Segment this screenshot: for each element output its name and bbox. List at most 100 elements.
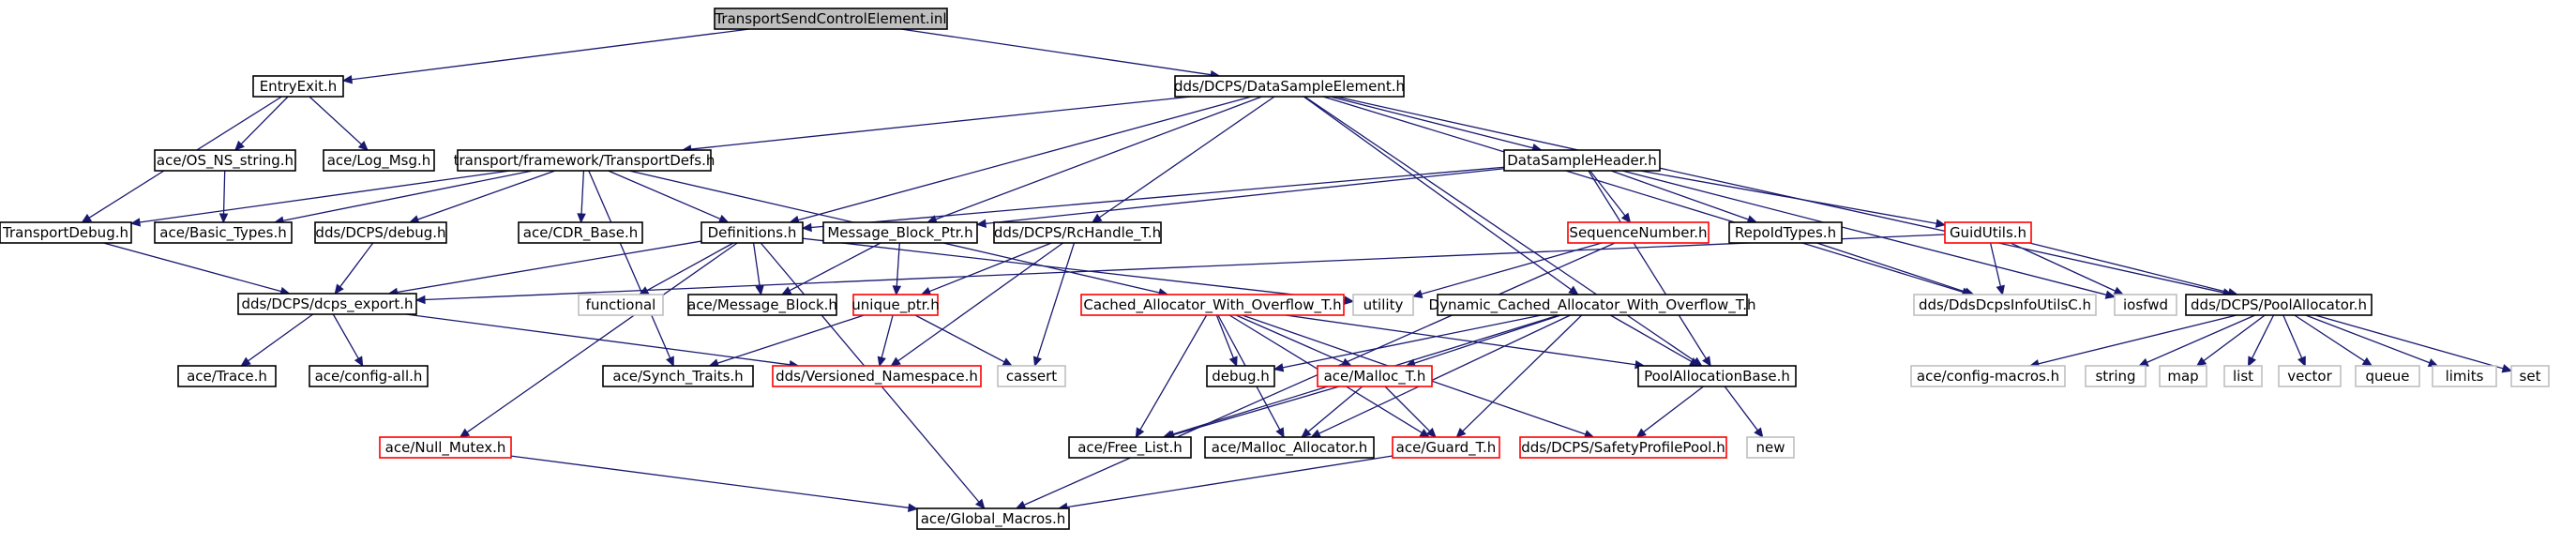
- edge-definitions-to-null_mutex: [459, 242, 738, 438]
- node-trace[interactable]: ace/Trace.h: [177, 365, 277, 387]
- node-limits[interactable]: limits: [2432, 365, 2497, 387]
- edge-unique_ptr-to-cassert: [914, 314, 1014, 367]
- edge-datasampleelement-to-transportdefs: [681, 96, 1192, 154]
- node-entryexit[interactable]: EntryExit.h: [252, 75, 344, 98]
- node-new[interactable]: new: [1746, 436, 1795, 459]
- node-guard-t[interactable]: ace/Guard_T.h: [1392, 436, 1500, 459]
- arrowhead-icon: [218, 213, 229, 224]
- node-versioned-namespace[interactable]: dds/Versioned_Namespace.h: [772, 365, 982, 387]
- edge-poolallocationbase-to-new: [1724, 386, 1764, 438]
- node-transportdebug[interactable]: TransportDebug.h: [0, 221, 132, 244]
- node-list[interactable]: list: [2223, 365, 2263, 387]
- node-message-block[interactable]: ace/Message_Block.h: [687, 294, 837, 316]
- node-config-all[interactable]: ace/config-all.h: [309, 365, 429, 387]
- node-label: set: [2520, 368, 2541, 385]
- node-dynamic-cached[interactable]: Dynamic_Cached_Allocator_With_Overflow_T…: [1429, 294, 1756, 316]
- node-cdr-base[interactable]: ace/CDR_Base.h: [518, 221, 643, 244]
- edge-line: [1589, 170, 1626, 217]
- edge-datasampleheader-to-repoidtypes: [1610, 170, 1758, 224]
- node-label: ace/Free_List.h: [1077, 439, 1183, 457]
- arrowhead-icon: [1135, 427, 1145, 439]
- edge-line: [1724, 386, 1758, 431]
- node-box: [578, 294, 664, 316]
- edge-line: [424, 234, 1946, 301]
- arrowhead-icon: [1228, 356, 1238, 368]
- node-poolallocationbase[interactable]: PoolAllocationBase.h: [1637, 365, 1797, 387]
- node-box: [2278, 365, 2342, 387]
- node-box: [1392, 436, 1500, 459]
- node-utility[interactable]: utility: [1352, 294, 1414, 316]
- node-dcps-export[interactable]: dds/DCPS/dcps_export.h: [237, 293, 417, 315]
- node-definitions[interactable]: Definitions.h: [700, 221, 804, 244]
- edge-guidutils-to-poolallocator: [2029, 242, 2238, 297]
- edge-line: [1384, 386, 1431, 432]
- node-synch-traits[interactable]: ace/Synch_Traits.h: [602, 365, 754, 387]
- node-log-msg[interactable]: ace/Log_Msg.h: [323, 149, 435, 172]
- node-iosfwd[interactable]: iosfwd: [2114, 294, 2177, 316]
- node-label: dds/DCPS/RcHandle_T.h: [994, 224, 1161, 242]
- node-map[interactable]: map: [2159, 365, 2207, 387]
- node-cached-allocator[interactable]: Cached_Allocator_With_Overflow_T.h: [1080, 294, 1345, 316]
- node-basic-types[interactable]: ace/Basic_Types.h: [154, 221, 293, 244]
- node-null-mutex[interactable]: ace/Null_Mutex.h: [379, 436, 512, 459]
- edge-rchandle_t-to-cassert: [1032, 242, 1076, 368]
- edge-line: [2147, 314, 2256, 363]
- arrowhead-icon: [2195, 356, 2207, 367]
- node-box: [1206, 365, 1275, 387]
- node-transportdefs[interactable]: transport/framework/TransportDefs.h: [454, 149, 716, 172]
- node-poolallocator[interactable]: dds/DCPS/PoolAllocator.h: [2185, 294, 2373, 316]
- node-datasampleheader[interactable]: DataSampleHeader.h: [1503, 149, 1661, 172]
- arrowhead-icon: [1275, 427, 1285, 439]
- edge-datasampleheader-to-message_block_ptr: [975, 168, 1505, 229]
- node-box: [1913, 294, 2097, 316]
- arrowhead-icon: [2501, 364, 2513, 373]
- edge-datasampleelement-to-message_block_ptr: [926, 96, 1262, 224]
- node-label: dds/DCPS/dcps_export.h: [241, 295, 413, 313]
- arrowhead-icon: [2297, 356, 2306, 368]
- node-safetyprofilepool[interactable]: dds/DCPS/SafetyProfilePool.h: [1519, 436, 1727, 459]
- node-debug-h[interactable]: debug.h: [1206, 365, 1275, 387]
- node-box: [154, 149, 296, 172]
- node-queue[interactable]: queue: [2355, 365, 2420, 387]
- edge-line: [810, 166, 1505, 229]
- node-label: dds/DCPS/PoolAllocator.h: [2191, 296, 2367, 313]
- node-unique-ptr[interactable]: unique_ptr.h: [851, 294, 940, 316]
- node-box: [1567, 221, 1710, 244]
- node-label: string: [2095, 368, 2135, 385]
- edge-poolallocator-to-vector: [2282, 314, 2306, 368]
- edge-line: [2010, 242, 2117, 292]
- node-dcps-debug[interactable]: dds/DCPS/debug.h: [314, 221, 447, 244]
- node-config-macros[interactable]: ace/config-macros.h: [1910, 365, 2066, 387]
- arrowhead-icon: [1344, 295, 1355, 305]
- node-label: ace/Guard_T.h: [1396, 439, 1497, 457]
- node-message-block-ptr[interactable]: Message_Block_Ptr.h: [822, 221, 978, 244]
- node-set[interactable]: set: [2510, 365, 2550, 387]
- arrowhead-icon: [129, 218, 142, 227]
- node-malloc-allocator[interactable]: ace/Malloc_Allocator.h: [1204, 436, 1375, 459]
- node-sequencenumber[interactable]: SequenceNumber.h: [1567, 221, 1710, 244]
- node-free-list[interactable]: ace/Free_List.h: [1068, 436, 1192, 459]
- node-cassert[interactable]: cassert: [997, 365, 1066, 387]
- node-box: [1910, 365, 2066, 387]
- node-repoidtypes[interactable]: RepoIdTypes.h: [1728, 221, 1843, 244]
- edge-datasampleelement-to-datasampleheader: [1330, 96, 1543, 153]
- node-ddsdcpsinfoutilsc[interactable]: dds/DdsDcpsInfoUtilsC.h: [1913, 294, 2097, 316]
- edge-line: [2203, 314, 2266, 362]
- node-os-ns-string[interactable]: ace/OS_NS_string.h: [154, 149, 296, 172]
- node-vector[interactable]: vector: [2278, 365, 2342, 387]
- node-datasampleelement[interactable]: dds/DCPS/DataSampleElement.h: [1174, 75, 1405, 98]
- node-root[interactable]: TransportSendControlElement.inl: [714, 8, 948, 30]
- edge-line: [1421, 242, 1603, 295]
- node-global-macros[interactable]: ace/Global_Macros.h: [916, 507, 1070, 530]
- node-functional[interactable]: functional: [578, 294, 664, 316]
- node-string[interactable]: string: [2085, 365, 2147, 387]
- node-label: dds/DCPS/SafetyProfilePool.h: [1521, 439, 1725, 456]
- arrowhead-icon: [890, 356, 901, 367]
- node-rchandle-t[interactable]: dds/DCPS/RcHandle_T.h: [993, 221, 1162, 244]
- node-malloc-t[interactable]: ace/Malloc_T.h: [1317, 365, 1433, 387]
- edge-line: [1282, 314, 1542, 369]
- node-guidutils[interactable]: GuidUtils.h: [1944, 221, 2032, 244]
- edge-line: [1610, 170, 1749, 220]
- node-label: cassert: [1006, 368, 1057, 385]
- edge-line: [1816, 242, 1966, 293]
